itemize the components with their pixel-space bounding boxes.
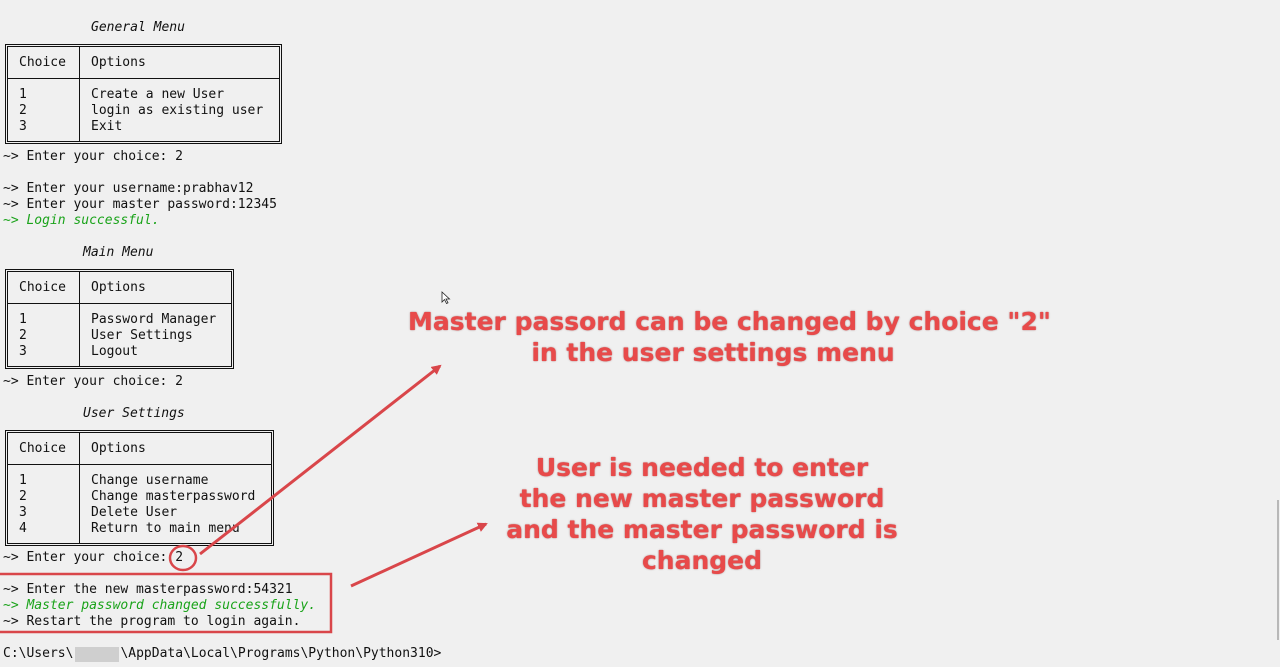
user-settings-table: Choice Options 1 Change username 2 Chang…	[5, 430, 274, 546]
row-option: Delete User	[91, 505, 178, 520]
password-changed-message: ~> Master password changed successfully.	[3, 598, 317, 613]
table-header	[8, 47, 279, 79]
scrollbar-thumb[interactable]	[1277, 500, 1279, 640]
row-option: Create a new User	[91, 87, 225, 102]
annotation-top: Master passord can be changed by choice …	[407, 306, 1051, 367]
scrollbar[interactable]	[1275, 0, 1280, 667]
row-choice: 1	[19, 473, 27, 488]
shell-prompt-prefix: C:\Users\	[3, 646, 74, 661]
header-choice: Choice	[19, 441, 66, 456]
annotation-bottom: User is needed to enter the new master p…	[506, 452, 899, 575]
row-option: Password Manager	[91, 312, 217, 327]
prompt-choice: ~> Enter your choice: 2	[3, 550, 183, 566]
prompt-choice: ~> Enter your choice: 2	[3, 149, 184, 164]
header-options: Options	[91, 55, 146, 70]
prompt-username: ~> Enter your username:prabhav12	[3, 181, 254, 196]
row-option: Change username	[91, 473, 209, 488]
main-menu-table: Choice Options 1 Password Manager 2 User…	[5, 269, 234, 369]
table-header	[8, 272, 231, 304]
main-menu-title: Main Menu	[83, 245, 154, 260]
row-option: Change masterpassword	[91, 489, 256, 504]
row-option: Return to main menu	[91, 521, 240, 536]
row-choice: 1	[19, 87, 27, 102]
row-option: Logout	[91, 344, 138, 359]
column-divider	[79, 433, 80, 543]
prompt-choice-label: ~> Enter your choice:	[3, 550, 168, 565]
row-option: login as existing user	[91, 103, 264, 118]
column-divider	[79, 47, 80, 141]
shell-prompt-suffix: \AppData\Local\Programs\Python\Python310…	[120, 646, 442, 661]
prompt-new-password: ~> Enter the new masterpassword:54321	[3, 582, 293, 597]
row-choice: 2	[19, 103, 27, 118]
login-success-message: ~> Login successful.	[3, 213, 160, 228]
prompt-choice-value: 2	[175, 550, 184, 565]
table-header	[8, 433, 271, 465]
row-choice: 3	[19, 344, 27, 359]
prompt-choice: ~> Enter your choice: 2	[3, 374, 184, 389]
header-options: Options	[91, 441, 146, 456]
redaction-block	[75, 647, 119, 662]
row-choice: 4	[19, 521, 27, 536]
arrow-to-bottom-note	[350, 522, 488, 588]
general-menu-title: General Menu	[91, 20, 185, 35]
row-choice: 2	[19, 489, 27, 504]
row-choice: 3	[19, 505, 27, 520]
shell-prompt[interactable]: C:\Users\ \AppData\Local\Programs\Python\…	[3, 646, 441, 662]
mouse-cursor-icon	[441, 291, 451, 305]
row-choice: 1	[19, 312, 27, 327]
row-option: Exit	[91, 119, 123, 134]
column-divider	[79, 272, 80, 366]
restart-message: ~> Restart the program to login again.	[3, 614, 301, 629]
row-choice: 3	[19, 119, 27, 134]
general-menu-table: Choice Options 1 Create a new User 2 log…	[5, 44, 282, 144]
row-option: User Settings	[91, 328, 193, 343]
row-choice: 2	[19, 328, 27, 343]
header-options: Options	[91, 280, 146, 295]
user-settings-title: User Settings	[83, 406, 185, 421]
header-choice: Choice	[19, 280, 66, 295]
prompt-password: ~> Enter your master password:12345	[3, 197, 277, 212]
header-choice: Choice	[19, 55, 66, 70]
